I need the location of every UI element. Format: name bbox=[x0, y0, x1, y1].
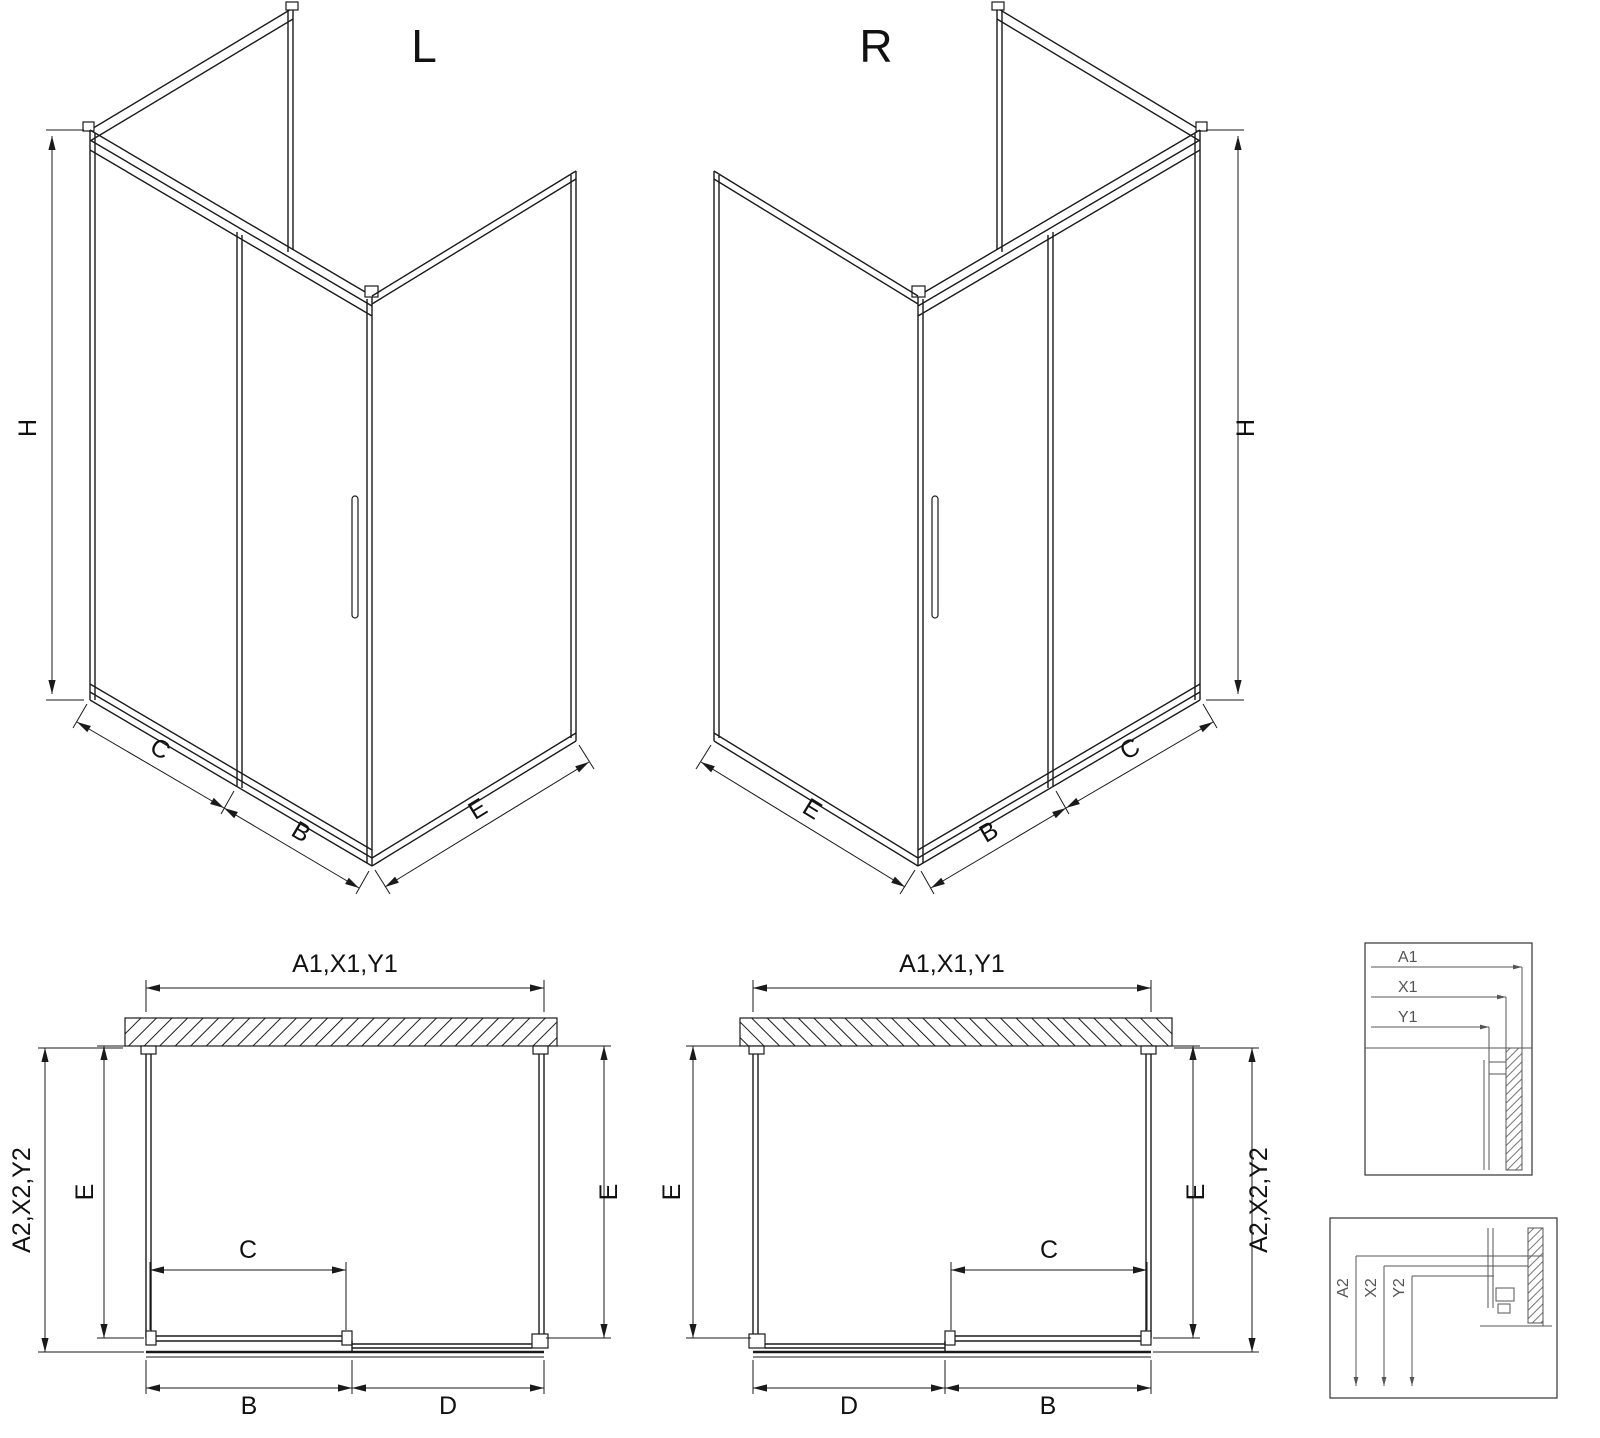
plan-right-dim-c: C bbox=[1040, 1236, 1058, 1264]
detail-wall-hatch bbox=[1505, 1047, 1523, 1171]
plan-view-left-drawing bbox=[38, 980, 611, 1394]
detail-dim-a1: A1 bbox=[1398, 949, 1418, 966]
detail-wall-joint: A1 X1 Y1 bbox=[1364, 942, 1533, 1176]
plan-right-dim-b: B bbox=[1040, 1392, 1057, 1420]
plan-left-dim-e-right: E bbox=[595, 1184, 623, 1201]
dim-label-b-left: B bbox=[287, 816, 316, 849]
detail-dim-x2: X2 bbox=[1363, 1278, 1380, 1298]
view-title-right: R bbox=[859, 20, 892, 72]
plan-left-dim-e-left: E bbox=[71, 1184, 99, 1201]
plan-right-dim-depth: A2,X2,Y2 bbox=[1245, 1147, 1273, 1253]
plan-left-dim-b: B bbox=[241, 1392, 258, 1420]
detail-dim-y2: Y2 bbox=[1391, 1278, 1408, 1298]
dim-label-h-right: H bbox=[1232, 419, 1260, 437]
plan-right-dim-d: D bbox=[840, 1392, 858, 1420]
plan-right-dim-e-right: E bbox=[1182, 1184, 1210, 1201]
plan-left-dim-depth: A2,X2,Y2 bbox=[8, 1147, 36, 1253]
detail-dim-x1: X1 bbox=[1398, 979, 1418, 996]
plan-view-right-drawing bbox=[686, 980, 1259, 1394]
floor-guide-block bbox=[1495, 1287, 1515, 1302]
plan-right-dim-e-left: E bbox=[658, 1184, 686, 1201]
plan-left-dim-c: C bbox=[239, 1236, 257, 1264]
detail-floor-joint: A2 X2 Y2 bbox=[1329, 1217, 1558, 1399]
plan-left-dim-top: A1,X1,Y1 bbox=[292, 950, 398, 978]
view-title-left: L bbox=[411, 20, 437, 72]
dim-label-c-left: C bbox=[145, 732, 175, 765]
dim-label-e-right: E bbox=[798, 793, 827, 826]
plan-right-dim-top: A1,X1,Y1 bbox=[899, 950, 1005, 978]
dim-label-e-left: E bbox=[463, 793, 492, 826]
detail-floor-hatch bbox=[1527, 1227, 1544, 1324]
plan-left-dim-d: D bbox=[439, 1392, 457, 1420]
iso-view-left-drawing bbox=[46, 2, 594, 894]
iso-view-right-drawing bbox=[696, 2, 1244, 894]
dim-label-c-right: C bbox=[1115, 732, 1145, 765]
dim-label-h-left: H bbox=[14, 419, 42, 437]
detail-dim-y1: Y1 bbox=[1398, 1009, 1418, 1026]
dim-label-b-right: B bbox=[975, 816, 1004, 849]
detail-dim-a2: A2 bbox=[1335, 1278, 1352, 1298]
